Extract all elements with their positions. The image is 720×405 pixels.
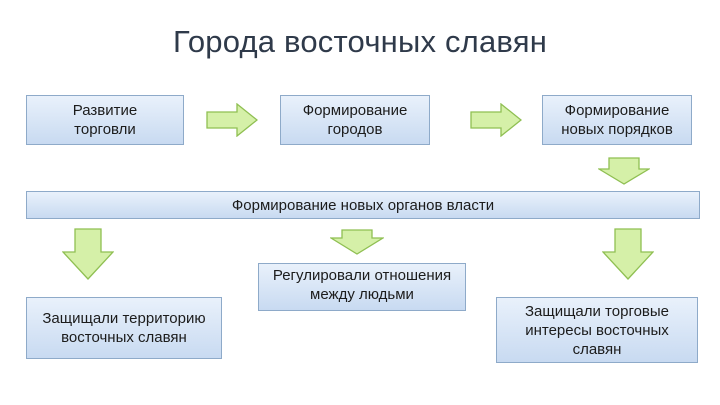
arrow-right-icon <box>470 103 522 137</box>
box-new-authority: Формирование новых органов власти <box>26 191 700 219</box>
page-title: Города восточных славян <box>172 24 548 59</box>
arrow-down-icon <box>330 229 384 255</box>
box-defended-trade-interests: Защищали торговые интересы восточных сла… <box>496 297 698 363</box>
box-defended-territory: Защищали территорию восточных славян <box>26 297 222 359</box>
box-trade-development: Развитие торговли <box>26 95 184 145</box>
box-city-formation: Формирование городов <box>280 95 430 145</box>
arrow-down-icon <box>62 228 114 280</box>
arrow-down-icon <box>598 157 650 185</box>
arrow-right-icon <box>206 103 258 137</box>
arrow-down-icon <box>602 228 654 280</box>
box-regulated-relations: Регулировали отношения между людьми <box>258 263 466 311</box>
box-new-orders: Формирование новых порядков <box>542 95 692 145</box>
